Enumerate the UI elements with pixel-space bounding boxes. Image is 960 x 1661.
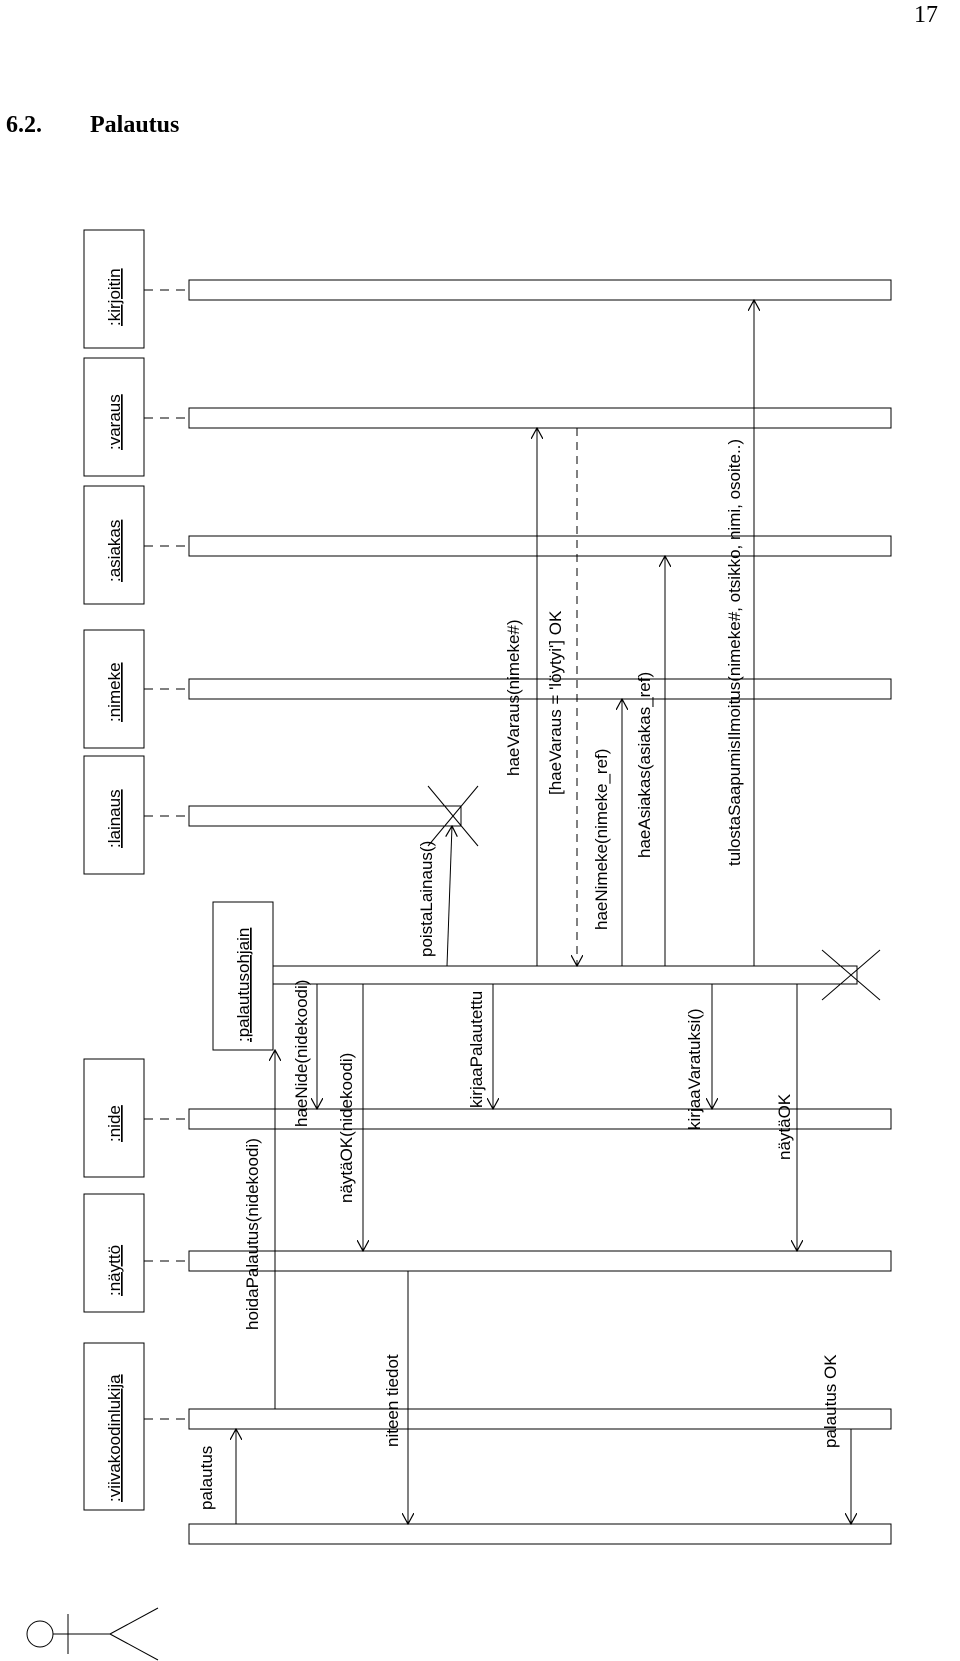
activation-asiakas (188, 535, 892, 557)
message-label-tulostaSaapumisIlmoitus: tulostaSaapumisIlmoitus(nimeke#, otsikko… (725, 439, 744, 866)
object-box-lainaus (83, 755, 145, 875)
message-label-kirjaaPalautettu: kirjaaPalautettu (467, 991, 486, 1108)
activation-palautusohjain (272, 965, 858, 985)
activation-nimeke (188, 678, 892, 700)
message-label-haeNimeke: haeNimeke(nimeke_ref) (592, 749, 611, 930)
object-label-nimeke: :nimeke (105, 662, 124, 722)
message-label-haeAsiakas: haeAsiakas(asiakas_ref) (635, 672, 654, 858)
object-label-varaus: :varaus (105, 394, 124, 450)
object-label-palautusohjain: :palautusohjain (234, 928, 253, 1042)
activation-lainaus (188, 805, 462, 827)
section-heading: 6.2. Palautus (6, 112, 179, 139)
activation-viivakoodinlukija (188, 1408, 892, 1430)
message-label-naytaOK: näytäOK (775, 1093, 794, 1160)
object-label-naytto: :näyttö (105, 1245, 124, 1296)
message-label-niteen-tiedot: niteen tiedot (383, 1354, 402, 1447)
object-label-viivakoodinlukija: :viivakoodinlukija (105, 1374, 124, 1502)
message-label-haeVaraus-return: [haeVaraus = 'löytyi'] OK (546, 610, 565, 795)
object-box-nide (83, 1058, 145, 1178)
section-number: 6.2. (6, 112, 42, 138)
object-box-kirjoitin (83, 229, 145, 349)
message-label-kirjaaVaratuksi: kirjaaVaratuksi() (685, 1008, 704, 1130)
lifelines (144, 289, 189, 1420)
message-label-naytaOK-nidekoodi: näytäOK(nidekoodi) (337, 1053, 356, 1203)
activation-nide (188, 1108, 892, 1130)
destroy-palautusohjain-mark (821, 949, 881, 1001)
message-label-poistaLainaus: poistaLainaus() (417, 841, 436, 957)
message-label-haeNide: haeNide(nidekoodi) (292, 980, 311, 1127)
object-label-lainaus: :lainaus (105, 789, 124, 848)
section-title: Palautus (90, 112, 180, 138)
activation-actor (188, 1523, 892, 1545)
object-box-viivakoodinlukija (83, 1342, 145, 1511)
message-label-palautus-OK: palautus OK (821, 1354, 840, 1448)
object-box-asiakas (83, 485, 145, 605)
object-label-kirjoitin: :kirjoitin (105, 268, 124, 326)
actor-icon (26, 1607, 159, 1661)
destroy-lainaus-mark (427, 785, 479, 847)
message-label-hoidaPalautus: hoidaPalautus(nidekoodi) (243, 1138, 262, 1330)
message-label-palautus: palautus (197, 1446, 216, 1510)
page-number: 17 (914, 2, 938, 28)
arrow-poistaLainaus (447, 826, 452, 967)
activation-kirjoitin (188, 279, 892, 301)
object-label-asiakas: :asiakas (105, 520, 124, 582)
object-label-nide: :nide (105, 1105, 124, 1142)
activation-varaus (188, 407, 892, 429)
message-label-haeVaraus: haeVaraus(nimeke#) (504, 619, 523, 776)
object-box-naytto (83, 1193, 145, 1313)
activation-naytto (188, 1250, 892, 1272)
object-box-varaus (83, 357, 145, 477)
